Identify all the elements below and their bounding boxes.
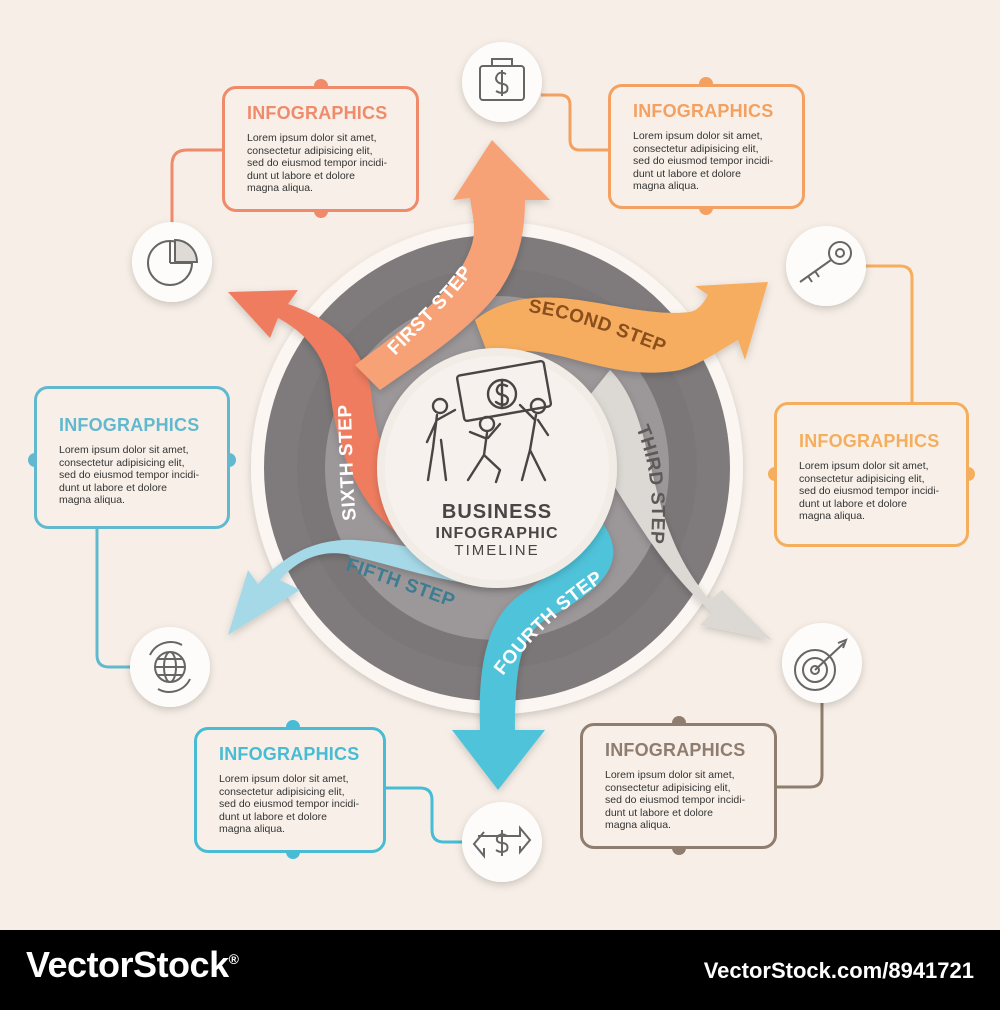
icon-circle-globe xyxy=(130,627,210,707)
icon-circle-briefcase xyxy=(462,42,542,122)
icon-circle-money-exchange xyxy=(462,802,542,882)
icon-circle-target xyxy=(782,623,862,703)
key-icon xyxy=(799,241,852,283)
card-body: Lorem ipsum dolor sit amet, consectetur … xyxy=(799,460,940,522)
connector-bottom-left xyxy=(384,786,463,844)
arrow-second xyxy=(475,282,768,373)
connector-middle-left xyxy=(95,528,131,669)
info-card-top-right: INFOGRAPHICS Lorem ipsum dolor sit amet,… xyxy=(608,84,805,209)
arrow-fourth xyxy=(452,520,614,790)
card-body: Lorem ipsum dolor sit amet, consectetur … xyxy=(605,769,746,831)
card-title: INFOGRAPHICS xyxy=(633,101,774,121)
card-body: Lorem ipsum dolor sit amet, consectetur … xyxy=(59,444,200,506)
card-title: INFOGRAPHICS xyxy=(219,744,360,764)
card-body: Lorem ipsum dolor sit amet, consectetur … xyxy=(247,132,388,194)
business-team-money-icon xyxy=(425,359,553,484)
info-card-top-left: INFOGRAPHICS Lorem ipsum dolor sit amet,… xyxy=(222,86,419,212)
money-exchange-icon xyxy=(472,825,532,859)
info-card-bottom-right: INFOGRAPHICS Lorem ipsum dolor sit amet,… xyxy=(580,723,777,849)
arrow-third xyxy=(570,370,772,640)
infographic-diagram: FIRST STEP SECOND STEP THIRD STEP FOURTH… xyxy=(28,42,975,882)
card-body: Lorem ipsum dolor sit amet, consectetur … xyxy=(633,130,774,192)
center-title-business: BUSINESS xyxy=(442,501,552,523)
step-label-sixth: SIXTH STEP xyxy=(335,404,361,521)
connector-lines xyxy=(95,93,914,844)
info-card-middle-right: INFOGRAPHICS Lorem ipsum dolor sit amet,… xyxy=(774,402,969,547)
arrow-first xyxy=(355,140,550,390)
connector-middle-right xyxy=(864,264,914,403)
briefcase-dollar-icon xyxy=(479,58,525,101)
card-title: INFOGRAPHICS xyxy=(799,431,940,451)
card-body: Lorem ipsum dolor sit amet, consectetur … xyxy=(219,773,360,835)
center-title-timeline: TIMELINE xyxy=(454,542,539,559)
icon-circle-key xyxy=(786,226,866,306)
center-title-infographic: INFOGRAPHIC xyxy=(436,525,559,542)
globe-icon xyxy=(149,641,191,693)
icon-circle-pie xyxy=(132,222,212,302)
card-title: INFOGRAPHICS xyxy=(605,740,746,760)
connector-bottom-right xyxy=(776,700,824,789)
info-card-middle-left: INFOGRAPHICS Lorem ipsum dolor sit amet,… xyxy=(34,386,230,529)
card-title: INFOGRAPHICS xyxy=(59,415,200,435)
vectorstock-logo: VectorStock® xyxy=(26,944,239,986)
pie-chart-icon xyxy=(147,238,199,286)
registered-mark: ® xyxy=(228,951,239,967)
connector-top-right xyxy=(541,93,610,152)
footer-bar: VectorStock® VectorStock.com/8941721 xyxy=(0,930,1000,1010)
target-icon xyxy=(794,638,848,691)
info-card-bottom-left: INFOGRAPHICS Lorem ipsum dolor sit amet,… xyxy=(194,727,386,853)
connector-top-left xyxy=(170,148,224,225)
brand-name: VectorStock xyxy=(26,944,229,985)
card-title: INFOGRAPHICS xyxy=(247,103,388,123)
stock-image-id: VectorStock.com/8941721 xyxy=(703,958,974,983)
